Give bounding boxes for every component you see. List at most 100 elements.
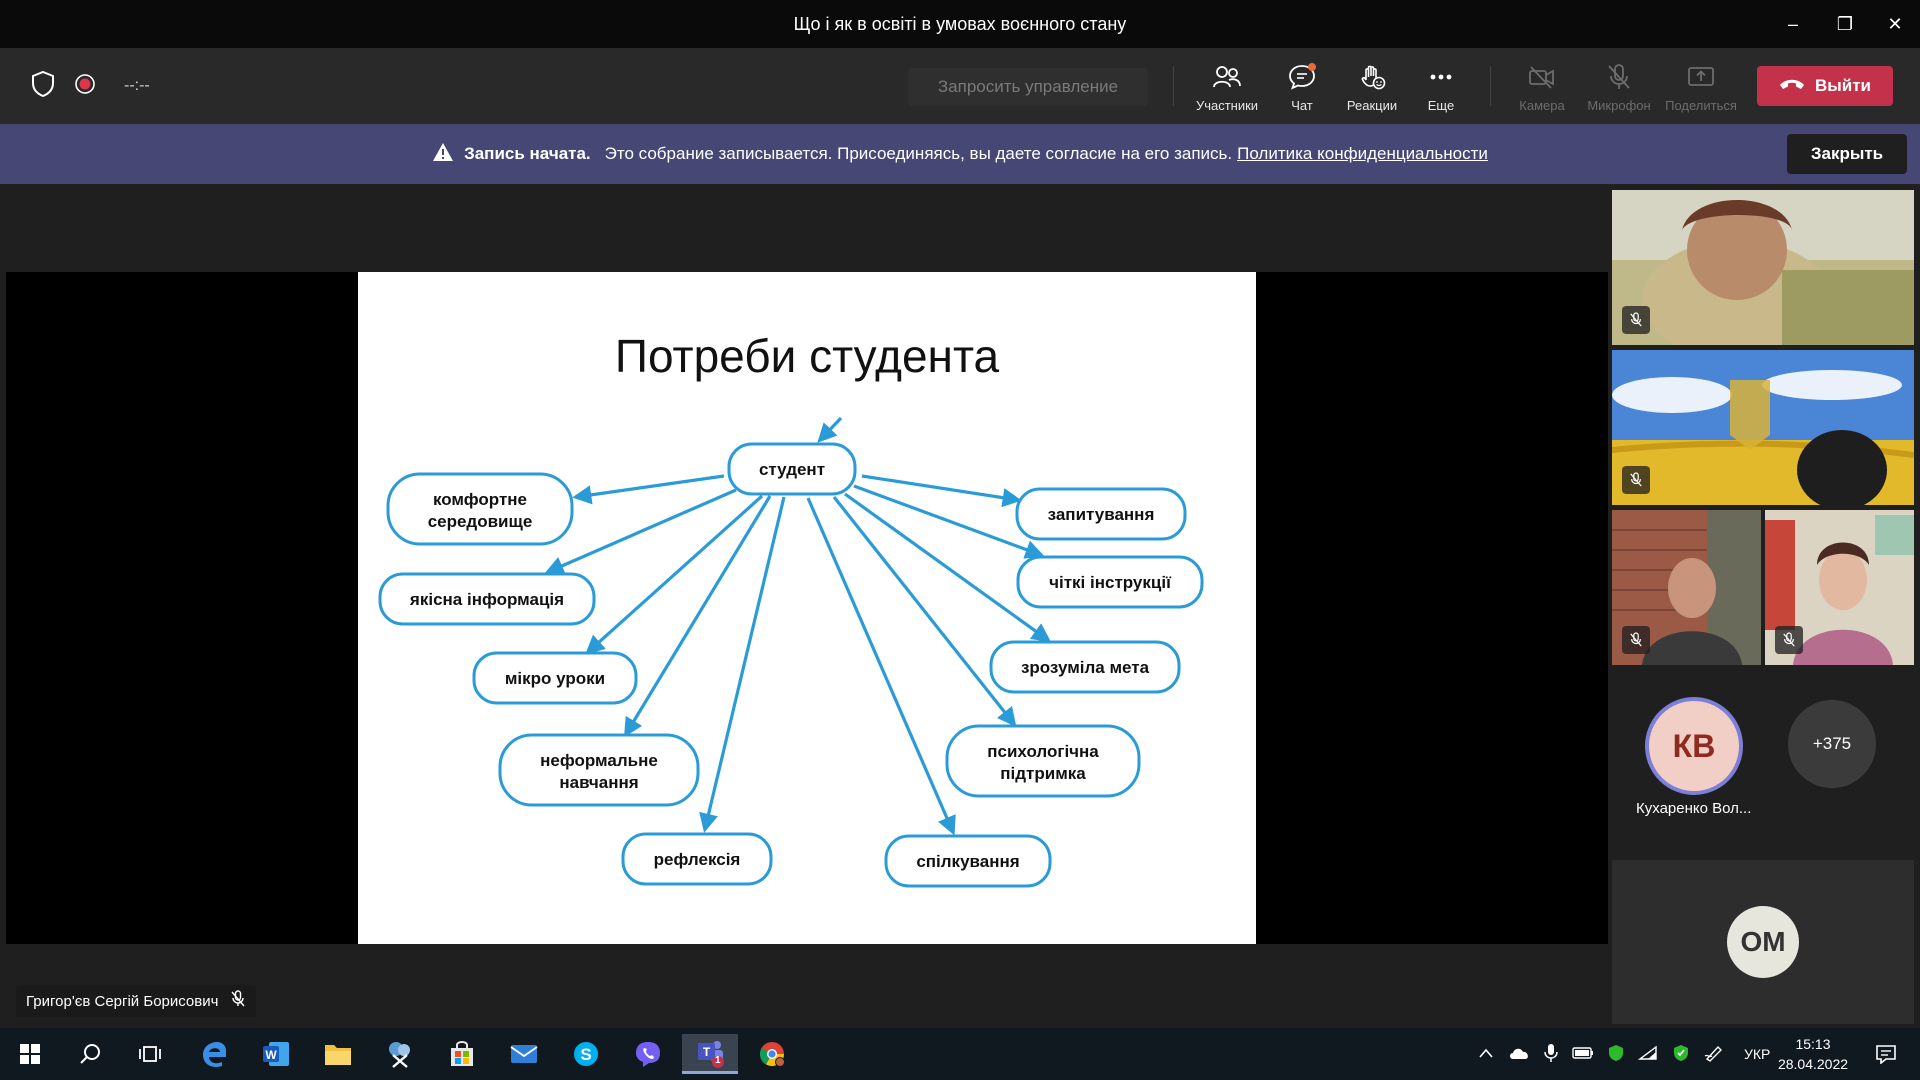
skype-app[interactable]: S bbox=[558, 1034, 614, 1074]
avatar-initials: ОМ bbox=[1740, 926, 1786, 957]
participant-video-1[interactable] bbox=[1612, 190, 1914, 345]
connector-arrow bbox=[585, 494, 764, 655]
title-bar: Що і як в освіті в умовах воєнного стану… bbox=[0, 0, 1920, 48]
participant-tile-om[interactable]: ОМ bbox=[1612, 860, 1914, 1024]
node-label-line1: неформальне bbox=[540, 751, 658, 770]
node-label: зрозуміла мета bbox=[1021, 658, 1150, 677]
start-button[interactable] bbox=[2, 1034, 58, 1074]
mic-muted-badge bbox=[1775, 626, 1803, 654]
viber-icon bbox=[636, 1042, 660, 1067]
viber-app[interactable] bbox=[620, 1034, 676, 1074]
restore-button[interactable]: ❐ bbox=[1820, 0, 1870, 48]
connector-arrow bbox=[861, 474, 1022, 508]
banner-close-button[interactable]: Закрыть bbox=[1787, 134, 1907, 174]
more-participants-button[interactable]: +375 bbox=[1788, 700, 1876, 788]
recording-banner: Запись начата. Это собрание записывается… bbox=[0, 124, 1920, 184]
wifi-icon[interactable] bbox=[1637, 1045, 1658, 1064]
node-label: чіткі інструкції bbox=[1049, 573, 1172, 592]
node-border bbox=[727, 442, 857, 496]
phone-hangup-icon bbox=[1779, 76, 1805, 96]
need-node: мікро уроки bbox=[472, 651, 638, 705]
microphone-tray-icon[interactable] bbox=[1544, 1043, 1558, 1066]
edge-app[interactable] bbox=[186, 1034, 242, 1074]
connector-arrow bbox=[844, 492, 1052, 643]
notifications-button[interactable] bbox=[1858, 1034, 1914, 1074]
need-node: якісна інформація bbox=[378, 572, 596, 626]
participant-video-2[interactable] bbox=[1612, 350, 1914, 505]
node-border bbox=[1016, 555, 1204, 609]
close-icon: ✕ bbox=[1887, 13, 1903, 34]
onedrive-icon[interactable] bbox=[1508, 1046, 1530, 1063]
system-clock[interactable]: 15:13 28.04.2022 bbox=[1768, 1034, 1858, 1074]
node-border bbox=[386, 472, 574, 546]
chrome-icon bbox=[759, 1042, 785, 1067]
task-view-button[interactable] bbox=[122, 1034, 178, 1074]
node-label-line2: підтримка bbox=[1000, 764, 1086, 783]
connector-arrow bbox=[832, 496, 1017, 728]
mail-app[interactable] bbox=[496, 1034, 552, 1074]
close-window-button[interactable]: ✕ bbox=[1870, 0, 1920, 48]
participant-video-4[interactable] bbox=[1765, 510, 1914, 665]
camera-off-icon bbox=[1527, 62, 1557, 92]
security-shield-icon[interactable] bbox=[1608, 1044, 1624, 1065]
more-button[interactable]: Еще bbox=[1401, 58, 1481, 118]
warning-icon bbox=[432, 142, 454, 167]
participant-avatar-kv[interactable]: КВ bbox=[1645, 697, 1743, 795]
store-app[interactable] bbox=[434, 1034, 490, 1074]
mic-muted-badge bbox=[1622, 306, 1650, 334]
share-button[interactable]: Поделиться bbox=[1661, 58, 1741, 118]
language-indicator[interactable]: УКР bbox=[1744, 1046, 1771, 1062]
battery-icon[interactable] bbox=[1572, 1046, 1594, 1063]
node-border bbox=[472, 651, 638, 705]
chrome-app[interactable] bbox=[744, 1034, 800, 1074]
mic-muted-icon bbox=[1630, 472, 1642, 487]
defender-icon[interactable] bbox=[1672, 1044, 1690, 1065]
clock-date: 28.04.2022 bbox=[1777, 1056, 1849, 1072]
shield-icon[interactable] bbox=[30, 70, 56, 103]
mic-muted-icon bbox=[1783, 632, 1795, 647]
participants-button[interactable]: Участники bbox=[1187, 58, 1267, 118]
node-border bbox=[621, 832, 773, 886]
share-icon bbox=[1686, 62, 1716, 92]
chat-button[interactable]: Чат bbox=[1262, 58, 1342, 118]
chevron-up-icon[interactable] bbox=[1478, 1046, 1494, 1062]
participant-video-3[interactable] bbox=[1612, 510, 1761, 665]
mic-muted-badge bbox=[1622, 626, 1650, 654]
request-control-button[interactable]: Запросить управление bbox=[908, 68, 1148, 106]
reactions-button[interactable]: Реакции bbox=[1332, 58, 1412, 118]
minimize-button[interactable]: – bbox=[1768, 0, 1818, 48]
banner-title: Запись начата. bbox=[464, 144, 591, 163]
microphone-button[interactable]: Микрофон bbox=[1579, 58, 1659, 118]
mic-muted-icon bbox=[1630, 632, 1642, 647]
toolbar-divider bbox=[1173, 66, 1174, 106]
teams-icon: T bbox=[698, 1040, 724, 1068]
camera-button[interactable]: Камера bbox=[1502, 58, 1582, 118]
node-label-line1: комфортне bbox=[433, 490, 527, 509]
participant-avatar-om: ОМ bbox=[1727, 906, 1799, 978]
participant-name-kv: Кухаренко Вол... bbox=[1636, 800, 1752, 817]
chat-icon bbox=[1287, 62, 1317, 92]
search-button[interactable] bbox=[62, 1034, 118, 1074]
avatar-initials: КВ bbox=[1672, 727, 1716, 764]
node-label: мікро уроки bbox=[505, 669, 605, 688]
toolbar-divider bbox=[1490, 66, 1491, 106]
teams-notification-badge: 1 bbox=[715, 1055, 721, 1066]
privacy-policy-link[interactable]: Политика конфиденциальности bbox=[1237, 144, 1488, 163]
search-icon bbox=[80, 1044, 100, 1064]
restore-icon: ❐ bbox=[1836, 13, 1854, 34]
teams-app[interactable]: T 1 bbox=[682, 1034, 738, 1074]
windows-taskbar: W S T 1 bbox=[0, 1028, 1920, 1080]
skype-icon: S bbox=[574, 1042, 598, 1066]
meeting-timer: --:-- bbox=[124, 77, 150, 94]
file-explorer-app[interactable] bbox=[310, 1034, 366, 1074]
pen-icon[interactable] bbox=[1704, 1044, 1724, 1065]
windows-icon bbox=[20, 1044, 40, 1064]
leave-button[interactable]: Выйти bbox=[1757, 66, 1893, 106]
clock-time: 15:13 bbox=[1795, 1036, 1831, 1052]
word-app[interactable]: W bbox=[248, 1034, 304, 1074]
snipping-tool-app[interactable] bbox=[372, 1034, 428, 1074]
reactions-icon bbox=[1357, 62, 1387, 92]
more-participants-count: +375 bbox=[1812, 734, 1852, 753]
